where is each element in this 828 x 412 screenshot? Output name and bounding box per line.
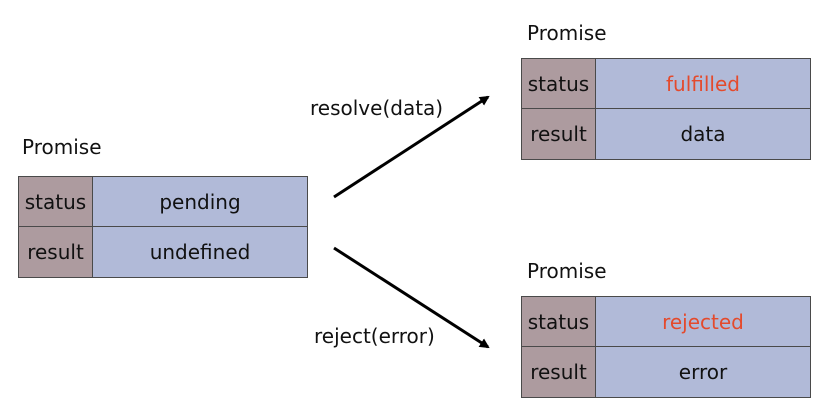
result-key-cell: result [522,109,596,159]
reject-arrow [333,246,490,349]
status-key-cell: status [19,177,93,227]
status-key-cell: status [522,59,596,109]
result-key-cell: result [19,227,93,277]
rejected-promise-table: status rejected result error [521,296,811,398]
resolve-label: resolve(data) [310,96,444,120]
fulfilled-promise-table: status fulfilled result data [521,58,811,160]
resolve-arrow [333,95,490,199]
status-value-cell: fulfilled [596,59,810,109]
pending-promise-title: Promise [22,135,102,159]
status-value-cell: pending [93,177,307,227]
rejected-promise-title: Promise [527,259,607,283]
reject-label: reject(error) [314,324,435,348]
status-value-cell: rejected [596,297,810,347]
pending-promise-table: status pending result undefined [18,176,308,278]
result-value-cell: error [596,347,810,397]
result-value-cell: undefined [93,227,307,277]
result-key-cell: result [522,347,596,397]
fulfilled-promise-title: Promise [527,21,607,45]
status-key-cell: status [522,297,596,347]
result-value-cell: data [596,109,810,159]
